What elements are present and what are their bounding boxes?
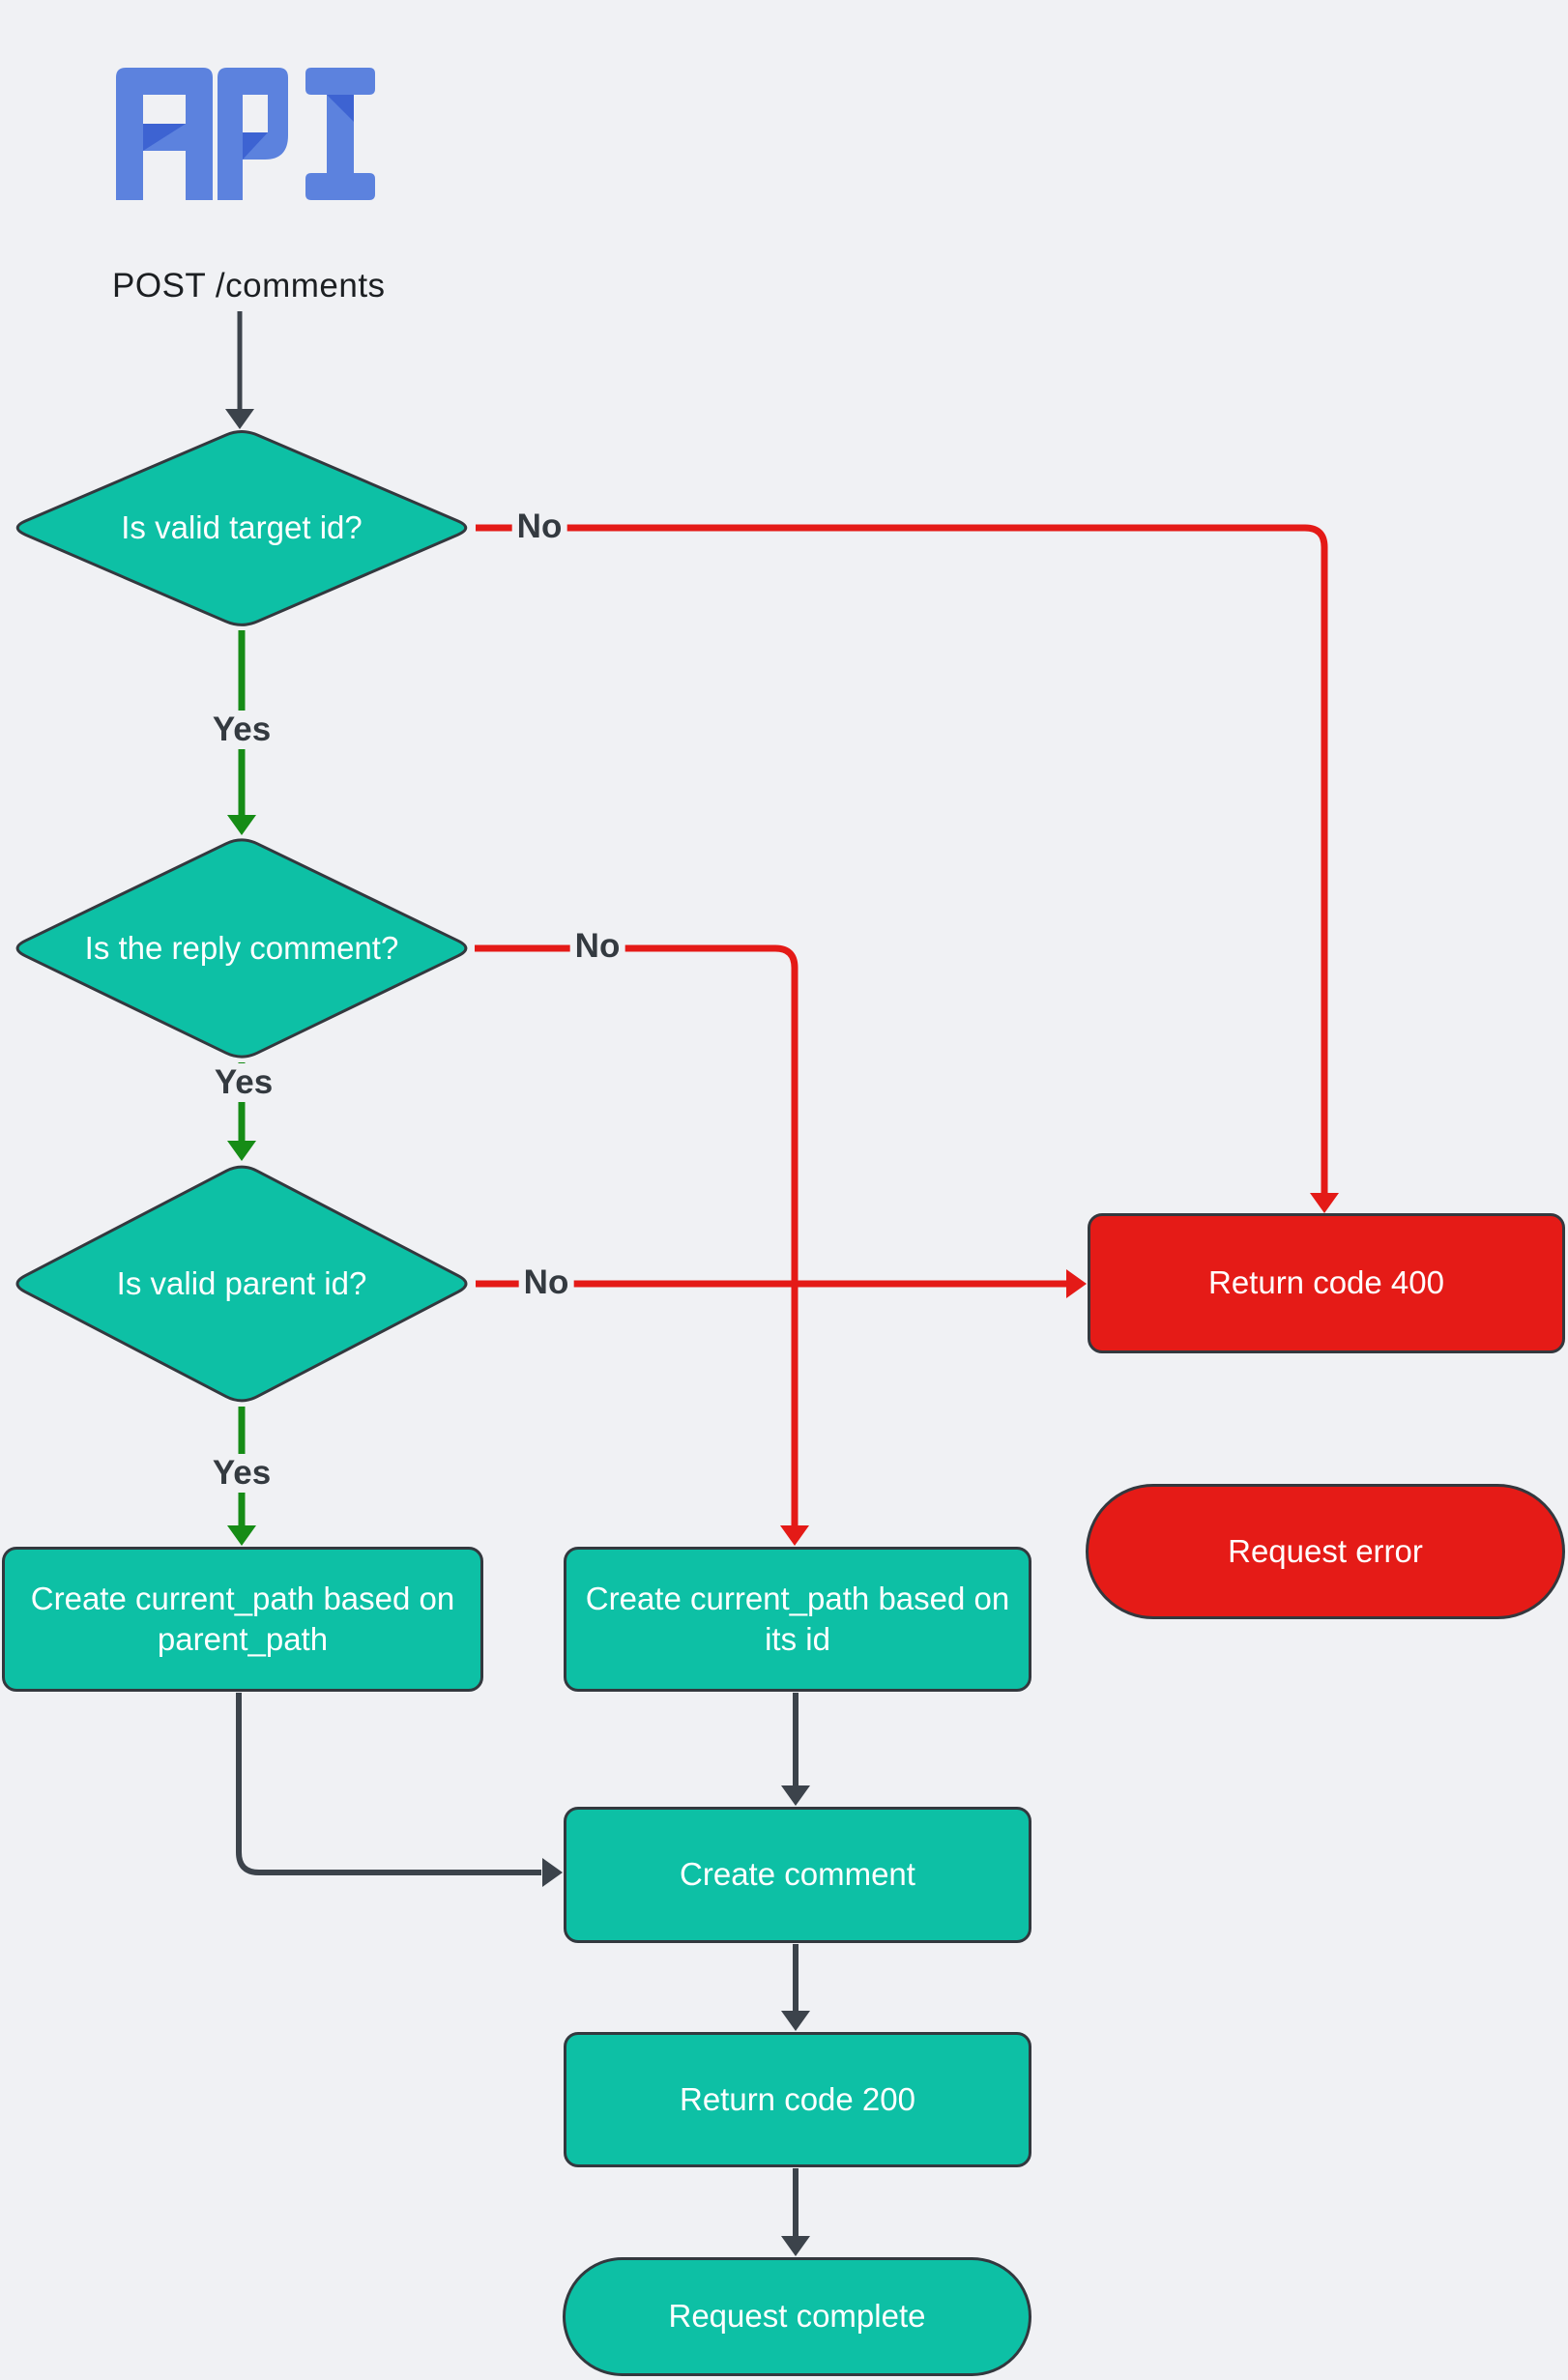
edge-d2-no-to-path-id-arrowhead [780,1525,809,1546]
edge-200-to-complete-arrowhead [781,2236,810,2256]
process-create-comment: Create comment [564,1807,1031,1943]
edge-d1-no-to-400-arrowhead [1310,1193,1339,1213]
process-return-code-400: Return code 400 [1088,1213,1565,1353]
process-create-path-from-parent: Create current_path based on parent_path [2,1547,483,1692]
process-create-path-from-id: Create current_path based on its id [564,1547,1031,1692]
edge-path-parent-to-create-arrowhead [542,1858,563,1887]
start-label: POST /comments [112,267,386,305]
edge-d3-no-to-400-arrowhead [1066,1269,1087,1298]
edge-d1-yes-to-d2-arrowhead [227,815,256,835]
process-return-code-200: Return code 200 [564,2032,1031,2167]
decision-valid-parent-id-shape [15,1165,468,1403]
edge-label-d3-no: No [518,1263,574,1302]
edge-d1-no-to-400 [476,524,1328,1193]
edge-d3-yes-to-path-parent-arrowhead [227,1525,256,1546]
edge-d2-yes-to-d3-arrowhead [227,1141,256,1161]
decision-is-reply-comment-shape [15,838,468,1059]
edge-label-d3-yes: Yes [207,1454,276,1493]
edge-start-to-d1-arrowhead [225,409,254,429]
edge-path-parent-to-create [236,1693,541,1875]
edge-d2-no-to-path-id [475,944,799,1526]
terminal-request-complete: Request complete [563,2257,1031,2376]
edge-label-d2-yes: Yes [209,1063,278,1102]
edge-label-d2-no: No [569,927,625,966]
edge-create-to-200-arrowhead [781,2011,810,2031]
edge-label-d1-yes: Yes [207,711,276,749]
api-logo-letters [116,68,375,200]
terminal-request-error: Request error [1086,1484,1565,1619]
edge-label-d1-no: No [511,508,567,546]
edge-path-id-to-create-arrowhead [781,1785,810,1806]
api-logo [116,68,375,200]
decision-valid-target-id-shape [15,430,468,626]
